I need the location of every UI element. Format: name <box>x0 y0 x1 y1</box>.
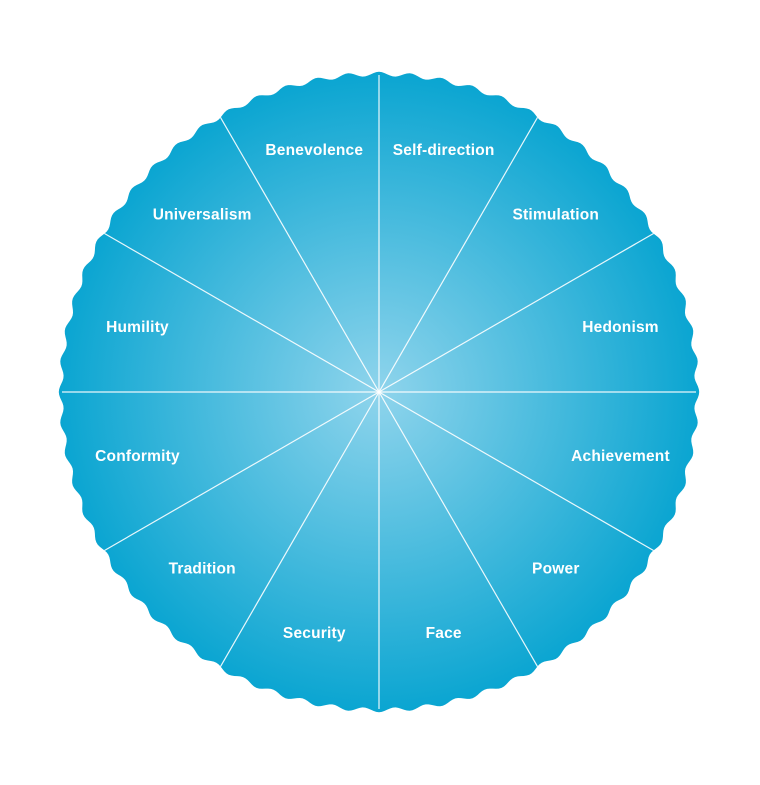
segment-label-tradition: Tradition <box>169 560 236 577</box>
segment-divider <box>378 232 654 393</box>
segment-label-face: Face <box>426 625 462 642</box>
segment-label-achievement: Achievement <box>571 448 670 465</box>
segment-divider <box>104 232 380 393</box>
segment-label-security: Security <box>283 625 346 642</box>
segment-label-universalism: Universalism <box>153 207 252 224</box>
segment-label-benevolence: Benevolence <box>265 142 363 159</box>
segment-dividers <box>62 75 696 709</box>
segment-label-power: Power <box>532 560 580 577</box>
segment-divider <box>219 117 380 393</box>
segment-divider <box>378 391 654 552</box>
segment-label-self-direction: Self-direction <box>393 142 495 159</box>
segment-label-hedonism: Hedonism <box>582 319 659 336</box>
segment-label-conformity: Conformity <box>95 448 180 465</box>
segment-label-humility: Humility <box>106 319 169 336</box>
segment-divider <box>378 117 539 393</box>
segment-labels: Self-directionStimulationHedonismAchieve… <box>95 142 670 642</box>
segment-divider <box>219 391 380 667</box>
segment-label-stimulation: Stimulation <box>513 207 600 224</box>
segment-divider <box>378 391 539 667</box>
segment-divider <box>104 391 380 552</box>
